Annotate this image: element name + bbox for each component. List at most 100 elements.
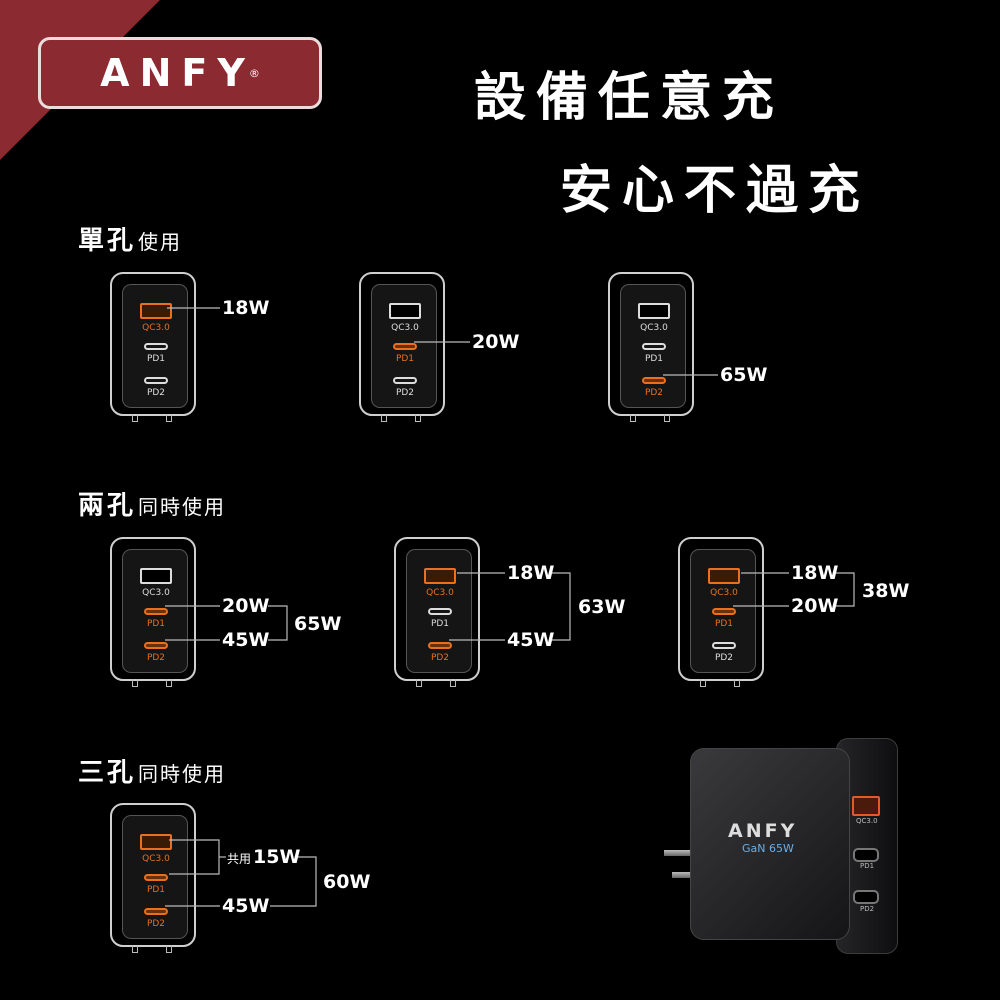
charger-diagram-dual-pd1-pd2: QC3.0 PD1 PD2 <box>110 537 196 687</box>
usb-c-port-icon <box>144 608 168 615</box>
port-label-pd2: PD2 <box>146 653 166 663</box>
charger-outline: QC3.0 PD1 PD2 <box>394 537 480 681</box>
charger-outline: QC3.0 PD1 PD2 <box>608 272 694 416</box>
usb-a-port-icon <box>140 303 172 319</box>
port-label-qc: QC3.0 <box>426 588 454 598</box>
port-label-pd2: PD2 <box>644 388 664 398</box>
usb-a-port-icon <box>708 568 740 584</box>
port-panel: QC3.0 PD1 PD2 <box>122 549 188 673</box>
usb-c-port-icon <box>393 343 417 350</box>
section-single: 單孔使用 <box>78 220 182 257</box>
port-label-pd2: PD2 <box>430 653 450 663</box>
usb-a-port-icon <box>424 568 456 584</box>
section-subtitle: 同時使用 <box>138 762 227 786</box>
section-title: 單孔 <box>78 226 137 256</box>
charger-diagram-single-qc: QC3.0 PD1 PD2 <box>110 272 196 422</box>
watt-total-label: 63W <box>578 596 626 618</box>
section-title: 三孔 <box>78 758 137 788</box>
product-model: GaN 65W <box>742 842 794 855</box>
section-dual: 兩孔同時使用 <box>78 485 226 522</box>
charger-outline: QC3.0 PD1 PD2 <box>359 272 445 416</box>
product-logo: ANFY <box>728 820 798 842</box>
brand-logo: ANFY ® <box>38 37 322 109</box>
plug-prong-icon <box>664 850 694 856</box>
usb-c-port-icon <box>642 377 666 384</box>
charger-outline: QC3.0 PD1 PD2 <box>110 803 196 947</box>
product-port-label: QC3.0 <box>856 817 878 825</box>
plug-pin-icon <box>381 414 387 422</box>
product-port-label: PD1 <box>860 862 875 870</box>
bracket-line <box>268 605 288 641</box>
plug-prong-icon <box>672 872 694 878</box>
usb-c-port-icon <box>712 642 736 649</box>
section-subtitle: 同時使用 <box>138 495 227 519</box>
port-panel: QC3.0 PD1 PD2 <box>406 549 472 673</box>
watt-total-label: 65W <box>294 613 342 635</box>
port-label-pd1: PD1 <box>714 619 734 629</box>
usb-c-port-icon <box>428 642 452 649</box>
plug-pin-icon <box>166 679 172 687</box>
usb-c-port-icon <box>144 642 168 649</box>
charger-outline: QC3.0 PD1 PD2 <box>678 537 764 681</box>
port-label-pd1: PD1 <box>146 619 166 629</box>
charger-diagram-single-pd2: QC3.0 PD1 PD2 <box>608 272 694 422</box>
usb-c-port-icon <box>712 608 736 615</box>
plug-pin-icon <box>132 679 138 687</box>
watt-label: 20W <box>472 331 520 353</box>
port-panel: QC3.0 PD1 PD2 <box>122 815 188 939</box>
watt-label: 45W <box>222 629 270 651</box>
usb-c-port-icon <box>144 908 168 915</box>
port-label-qc: QC3.0 <box>710 588 738 598</box>
plug-pin-icon <box>734 679 740 687</box>
port-panel: QC3.0 PD1 PD2 <box>620 284 686 408</box>
port-label-qc: QC3.0 <box>142 323 170 333</box>
watt-total-label: 38W <box>862 580 910 602</box>
port-label-pd2: PD2 <box>395 388 415 398</box>
watt-label: 18W <box>507 562 555 584</box>
port-panel: QC3.0 PD1 PD2 <box>371 284 437 408</box>
port-label-pd2: PD2 <box>714 653 734 663</box>
port-label-pd1: PD1 <box>395 354 415 364</box>
headline-line1: 設備任意充 <box>474 68 785 128</box>
port-label-qc: QC3.0 <box>142 588 170 598</box>
section-subtitle: 使用 <box>138 230 183 254</box>
plug-pin-icon <box>132 414 138 422</box>
registered-mark: ® <box>248 66 260 80</box>
plug-pin-icon <box>166 414 172 422</box>
port-label-pd1: PD1 <box>146 354 166 364</box>
shared-watt: 15W <box>253 846 301 868</box>
product-usb-c-port-icon <box>853 890 879 904</box>
port-label-pd1: PD1 <box>430 619 450 629</box>
bracket-line <box>552 572 571 641</box>
watt-label: 20W <box>791 595 839 617</box>
watt-label: 45W <box>222 895 270 917</box>
port-label-pd2: PD2 <box>146 919 166 929</box>
usb-c-port-icon <box>428 608 452 615</box>
plug-pin-icon <box>415 414 421 422</box>
usb-c-port-icon <box>144 874 168 881</box>
product-port-label: PD2 <box>860 905 875 913</box>
product-usb-c-port-icon <box>853 848 879 862</box>
bracket-line <box>836 572 855 607</box>
charger-diagram-dual-qc-pd2: QC3.0 PD1 PD2 <box>394 537 480 687</box>
section-triple: 三孔同時使用 <box>78 752 226 789</box>
watt-label: 20W <box>222 595 270 617</box>
product-body <box>690 748 850 940</box>
port-label-qc: QC3.0 <box>640 323 668 333</box>
charger-diagram-triple: QC3.0 PD1 PD2 <box>110 803 196 953</box>
product-usb-a-port-icon <box>852 796 880 816</box>
charger-diagram-dual-qc-pd1: QC3.0 PD1 PD2 <box>678 537 764 687</box>
plug-pin-icon <box>132 945 138 953</box>
plug-pin-icon <box>450 679 456 687</box>
watt-label: 18W <box>222 297 270 319</box>
port-label-pd1: PD1 <box>146 885 166 895</box>
usb-a-port-icon <box>389 303 421 319</box>
port-panel: QC3.0 PD1 PD2 <box>690 549 756 673</box>
plug-pin-icon <box>166 945 172 953</box>
port-label-qc: QC3.0 <box>142 854 170 864</box>
usb-a-port-icon <box>638 303 670 319</box>
watt-label: 45W <box>507 629 555 651</box>
usb-a-port-icon <box>140 834 172 850</box>
usb-c-port-icon <box>642 343 666 350</box>
